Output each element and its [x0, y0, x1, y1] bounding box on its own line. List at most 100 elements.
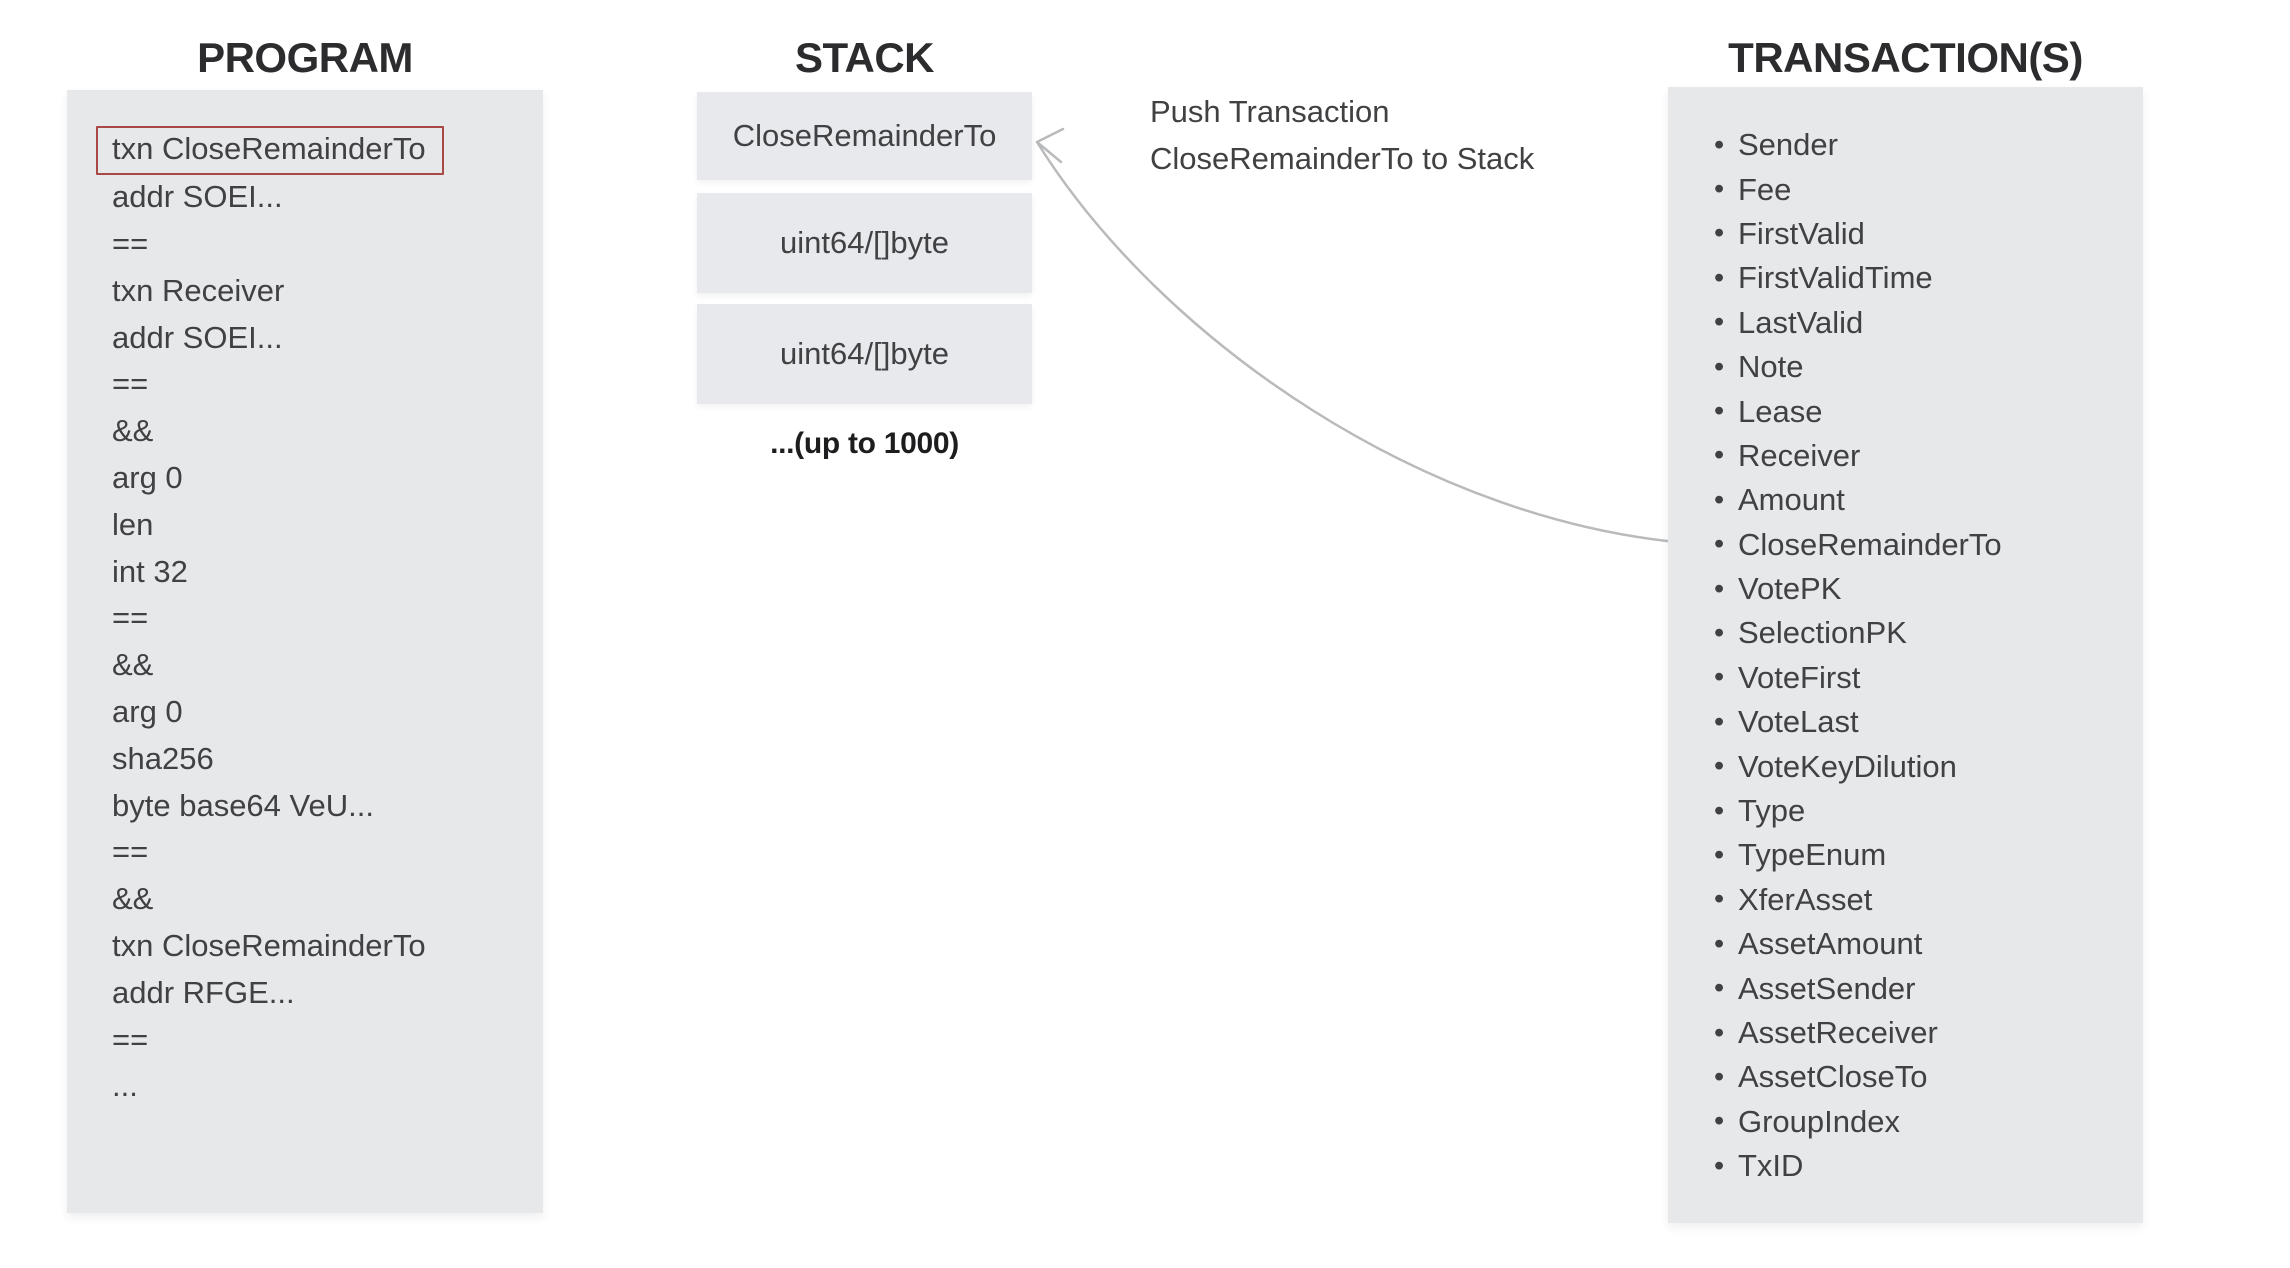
program-line: addr RFGE...: [67, 969, 543, 1016]
bullet-icon: •: [1714, 705, 1725, 738]
bullet-icon: •: [1714, 927, 1725, 960]
transaction-field-item: • AssetAmount: [1668, 922, 2143, 966]
push-annotation-line2: CloseRemainderTo to Stack: [1150, 141, 1535, 176]
transaction-field-item: • AssetCloseTo: [1668, 1055, 2143, 1099]
transaction-field-item: • VoteLast: [1668, 700, 2143, 744]
highlight-box: txn CloseRemainderTo: [96, 125, 444, 175]
arrowhead-icon: [1035, 127, 1065, 164]
transaction-field-item: •LastValid: [1668, 301, 2143, 345]
program-line: ==: [67, 361, 543, 408]
program-line: ==: [67, 221, 543, 268]
program-line-text: &&: [112, 413, 154, 449]
bullet-icon: •: [1714, 661, 1725, 694]
transaction-field-item: • SelectionPK: [1668, 611, 2143, 655]
program-line: txn Receiver: [67, 267, 543, 314]
program-line-text: arg 0: [112, 693, 183, 729]
transaction-field-item: •FirstValid: [1668, 212, 2143, 256]
transaction-field-item: •VotePK: [1668, 567, 2143, 611]
program-line-text: ==: [112, 600, 149, 636]
program-line: byte base64 VeU...: [67, 782, 543, 829]
bullet-icon: •: [1714, 128, 1725, 161]
transaction-field-item: • FirstValidTime: [1668, 256, 2143, 300]
program-line: ==: [67, 1016, 543, 1063]
transaction-field-label: Note: [1738, 349, 1804, 385]
bullet-icon: •: [1714, 217, 1725, 250]
program-line-text: sha256: [112, 740, 214, 776]
transaction-field-label: AssetSender: [1738, 970, 1916, 1006]
program-line-text: arg 0: [112, 459, 183, 495]
stack-slot: uint64/[]byte: [697, 304, 1032, 404]
transaction-field-label: FirstValidTime: [1738, 260, 1933, 296]
program-line: &&: [67, 408, 543, 455]
transaction-field-item: • Receiver: [1668, 434, 2143, 478]
transaction-field-label: Lease: [1738, 393, 1823, 429]
transaction-field-item: •XferAsset: [1668, 878, 2143, 922]
arrow-curve: [1035, 140, 1703, 546]
transaction-field-item: •Type: [1668, 789, 2143, 833]
bullet-icon: •: [1714, 528, 1725, 561]
bullet-icon: •: [1714, 972, 1725, 1005]
program-line: &&: [67, 876, 543, 923]
bullet-icon: •: [1714, 1016, 1725, 1049]
transactions-panel: •Sender•Fee•FirstValid•FirstValidTime•La…: [1668, 87, 2143, 1223]
stack-slot-top: CloseRemainderTo: [697, 92, 1032, 180]
program-line: ==: [67, 595, 543, 642]
bullet-icon: •: [1714, 750, 1725, 783]
bullet-icon: •: [1714, 261, 1725, 294]
transaction-field-item: • Lease: [1668, 389, 2143, 433]
transaction-field-label: Sender: [1738, 127, 1838, 163]
transactions-column-title: TRANSACTION(S): [1728, 34, 2083, 81]
transaction-field-item: •TxID: [1668, 1144, 2143, 1188]
transaction-field-label: AssetReceiver: [1738, 1015, 1938, 1050]
transaction-field-label: Receiver: [1738, 437, 1861, 473]
bullet-icon: •: [1714, 616, 1725, 649]
program-line: txn CloseRemainderTo: [67, 125, 543, 175]
transaction-field-label: CloseRemainderTo: [1738, 526, 2002, 562]
transaction-field-label: VoteLast: [1738, 704, 1859, 740]
program-line: ==: [67, 829, 543, 876]
transaction-field-label: TypeEnum: [1738, 837, 1887, 873]
transaction-field-item: •Amount: [1668, 478, 2143, 522]
program-line-text: addr RFGE...: [112, 974, 295, 1010]
transaction-field-item: • GroupIndex: [1668, 1100, 2143, 1144]
transaction-field-label: AssetCloseTo: [1738, 1059, 1928, 1095]
transaction-field-item: • Sender: [1668, 123, 2143, 167]
stack-slot-list: CloseRemainderTo uint64/[]byte uint64/[]…: [697, 92, 1032, 404]
transaction-field-label: VotePK: [1738, 571, 1842, 607]
stack-overflow-note: ...(up to 1000): [770, 427, 959, 460]
transaction-field-label: VoteKeyDilution: [1738, 748, 1957, 784]
program-line-text: ...: [112, 1068, 138, 1104]
program-line: addr SOEI...: [67, 314, 543, 361]
bullet-icon: •: [1714, 483, 1725, 516]
bullet-icon: •: [1714, 1149, 1725, 1182]
transaction-field-label: GroupIndex: [1738, 1103, 1900, 1139]
bullet-icon: •: [1714, 439, 1725, 472]
program-line: ...: [67, 1063, 543, 1110]
transaction-field-item: •Fee: [1668, 167, 2143, 211]
bullet-icon: •: [1714, 173, 1725, 206]
stack-slot: uint64/[]byte: [697, 193, 1032, 293]
program-line-text: ==: [112, 1021, 149, 1057]
program-line-text: addr SOEI...: [112, 319, 283, 355]
bullet-icon: •: [1714, 1060, 1725, 1093]
transaction-field-label: SelectionPK: [1738, 615, 1907, 651]
bullet-icon: •: [1714, 395, 1725, 428]
transaction-field-label: VoteFirst: [1738, 659, 1861, 695]
bullet-icon: •: [1714, 838, 1725, 871]
program-line-text: txn Receiver: [112, 272, 285, 308]
transaction-field-label: AssetAmount: [1738, 926, 1923, 962]
program-line-text: &&: [112, 647, 154, 683]
program-line-text: ==: [112, 366, 149, 402]
push-annotation: Push Transaction CloseRemainderTo to Sta…: [1150, 88, 1534, 182]
bullet-icon: •: [1714, 350, 1725, 383]
program-line-text: ==: [112, 834, 149, 870]
transaction-field-item: • VoteKeyDilution: [1668, 744, 2143, 788]
bullet-icon: •: [1714, 1105, 1725, 1138]
program-code-listing: txn CloseRemainderTo addr SOEI... == txn Re…: [67, 125, 543, 1110]
program-line: int 32: [67, 548, 543, 595]
program-line-text: txn CloseRemainderTo: [112, 927, 426, 963]
program-line-text: &&: [112, 881, 154, 917]
program-line-text: ==: [112, 225, 149, 261]
program-panel: txn CloseRemainderTo addr SOEI... == txn Re…: [67, 90, 543, 1213]
